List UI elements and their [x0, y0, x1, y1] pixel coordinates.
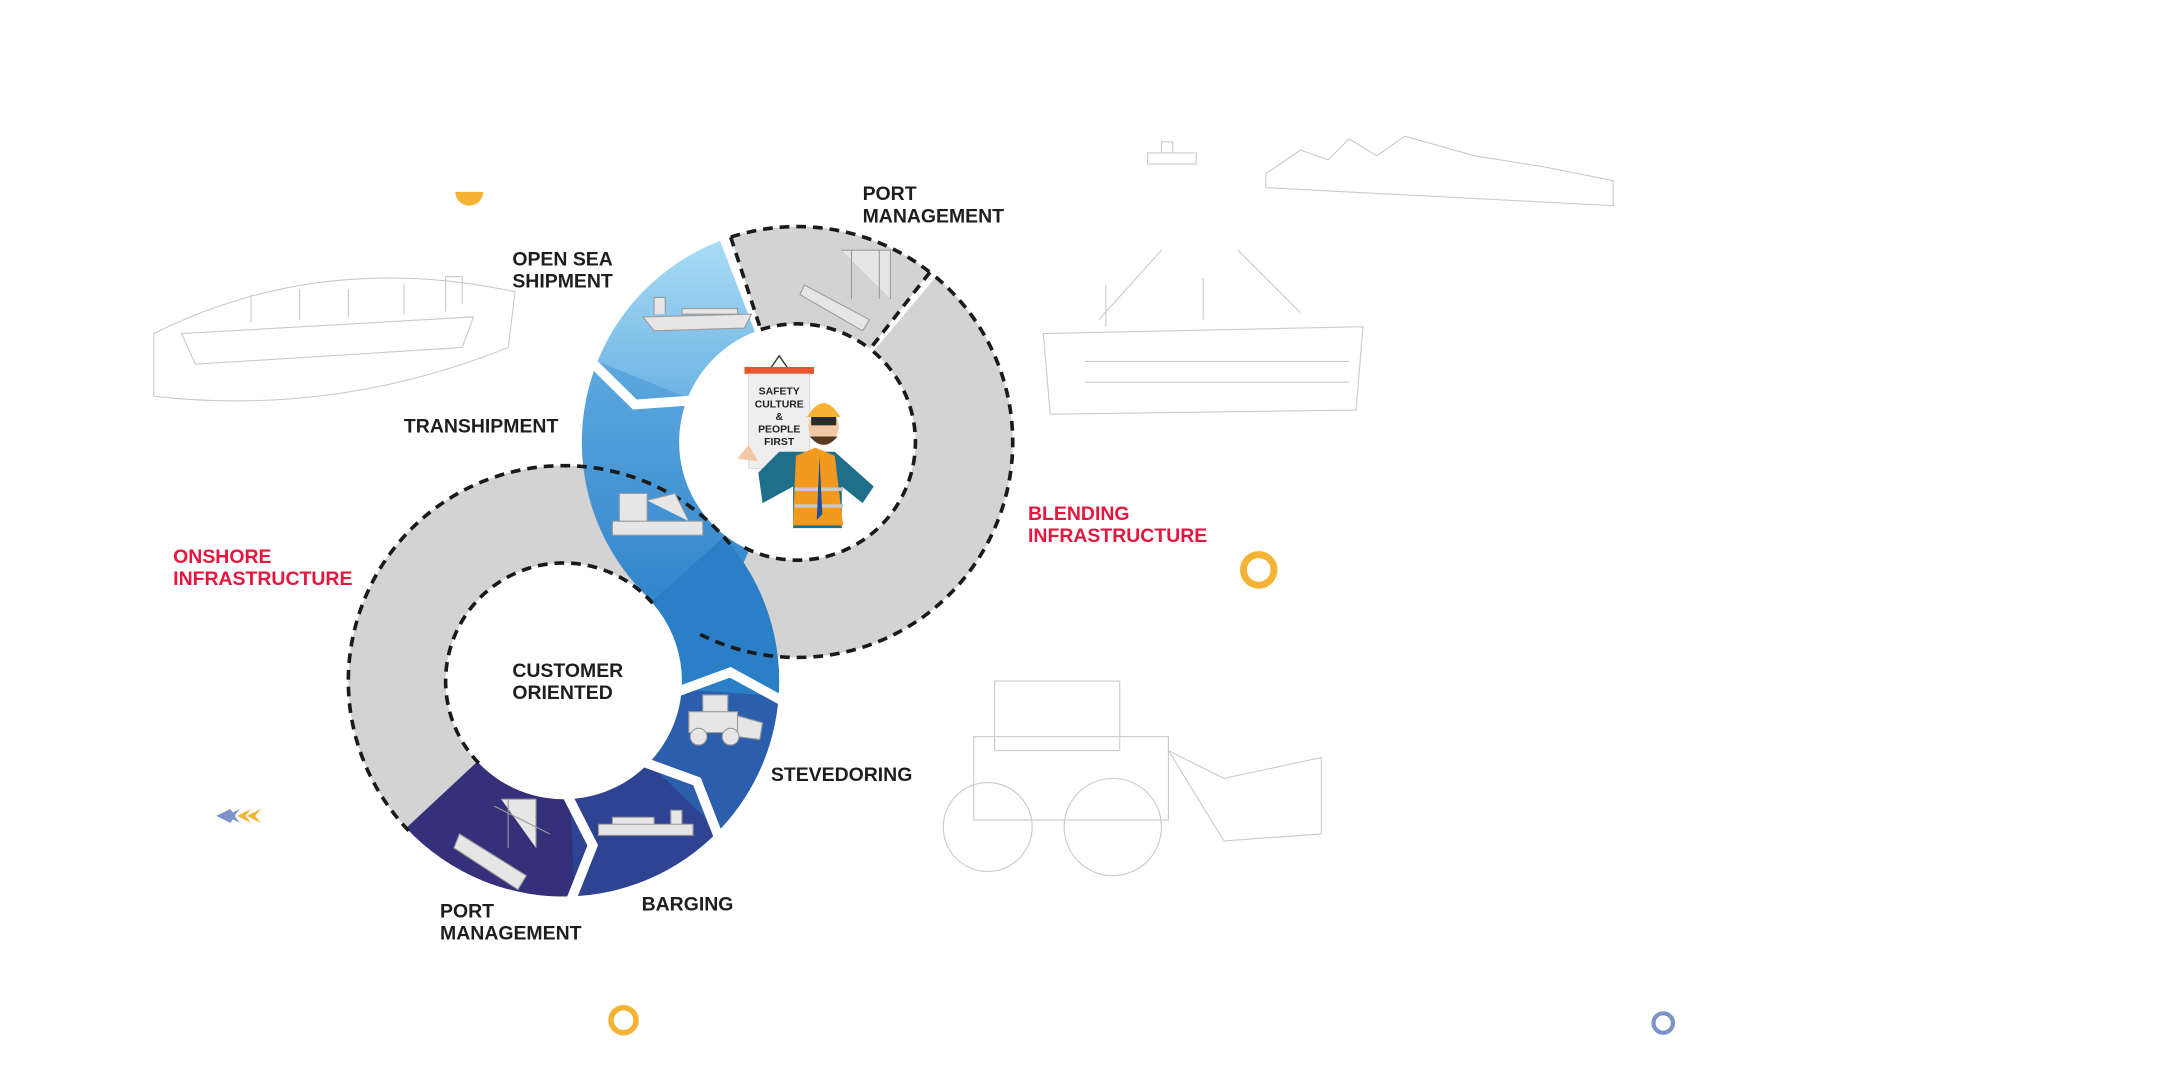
safety-board-line: PEOPLE [758, 424, 800, 435]
harbour-crane-ship-icon [453, 798, 551, 891]
segment-separator [643, 758, 723, 838]
label-port-management-bottom: MANAGEMENT [440, 923, 582, 945]
label-blending-infrastructure: INFRASTRUCTURE [1028, 525, 1207, 547]
label-onshore-infrastructure: INFRASTRUCTURE [173, 568, 352, 590]
label-port-management-bottom: PORT [440, 900, 494, 922]
safety-worker-illustration [737, 354, 874, 529]
chevron-left-icon [216, 808, 261, 823]
label-port-management-top: MANAGEMENT [863, 205, 1005, 227]
segment-transhipment-lower [651, 536, 780, 704]
segment-port-management [406, 761, 576, 897]
yellow-ring-decoration [1239, 551, 1278, 589]
label-blending-infrastructure: BLENDING [1028, 503, 1130, 525]
label-customer-oriented: ORIENTED [512, 682, 612, 704]
label-stevedoring: STEVEDORING [771, 764, 912, 786]
ship-icon [641, 296, 753, 332]
lower-ring-dashed-outline [346, 463, 735, 832]
barge-stockpile-sketch [1146, 135, 1614, 207]
crane-barge-icon [611, 492, 704, 536]
label-transhipment: TRANSHIPMENT [404, 415, 559, 437]
upper-ring-dashed-outline [695, 275, 1015, 660]
safety-board-line: SAFETY [759, 387, 800, 398]
label-customer-oriented: CUSTOMER [512, 660, 623, 682]
bulk-carrier-sketch [153, 276, 516, 402]
barge-icon [597, 809, 694, 836]
blue-ring-decoration [1651, 1011, 1676, 1035]
label-barging: BARGING [642, 893, 734, 915]
port-management-dashed-outline [728, 224, 932, 351]
safety-board-line: CULTURE [755, 399, 804, 410]
safety-board-line: FIRST [764, 437, 795, 448]
port-crane-sketch [1042, 249, 1364, 415]
port-crane-ship-icon [799, 249, 891, 332]
segment-separator [590, 360, 690, 410]
label-open-sea-shipment: OPEN SEA [512, 248, 612, 270]
segment-separator [563, 794, 599, 901]
label-port-management-top: PORT [863, 183, 917, 205]
wheel-loader-sketch [942, 680, 1322, 877]
blending-infrastructure-ring [696, 276, 1013, 658]
yellow-half-circle-decoration [455, 191, 484, 206]
label-open-sea-shipment: SHIPMENT [512, 271, 613, 293]
yellow-ring-decoration [608, 1004, 639, 1036]
safety-board-line: & [775, 412, 783, 423]
label-onshore-infrastructure: ONSHORE [173, 546, 271, 568]
wheel-loader-icon [688, 694, 764, 746]
segment-separator [677, 667, 784, 705]
